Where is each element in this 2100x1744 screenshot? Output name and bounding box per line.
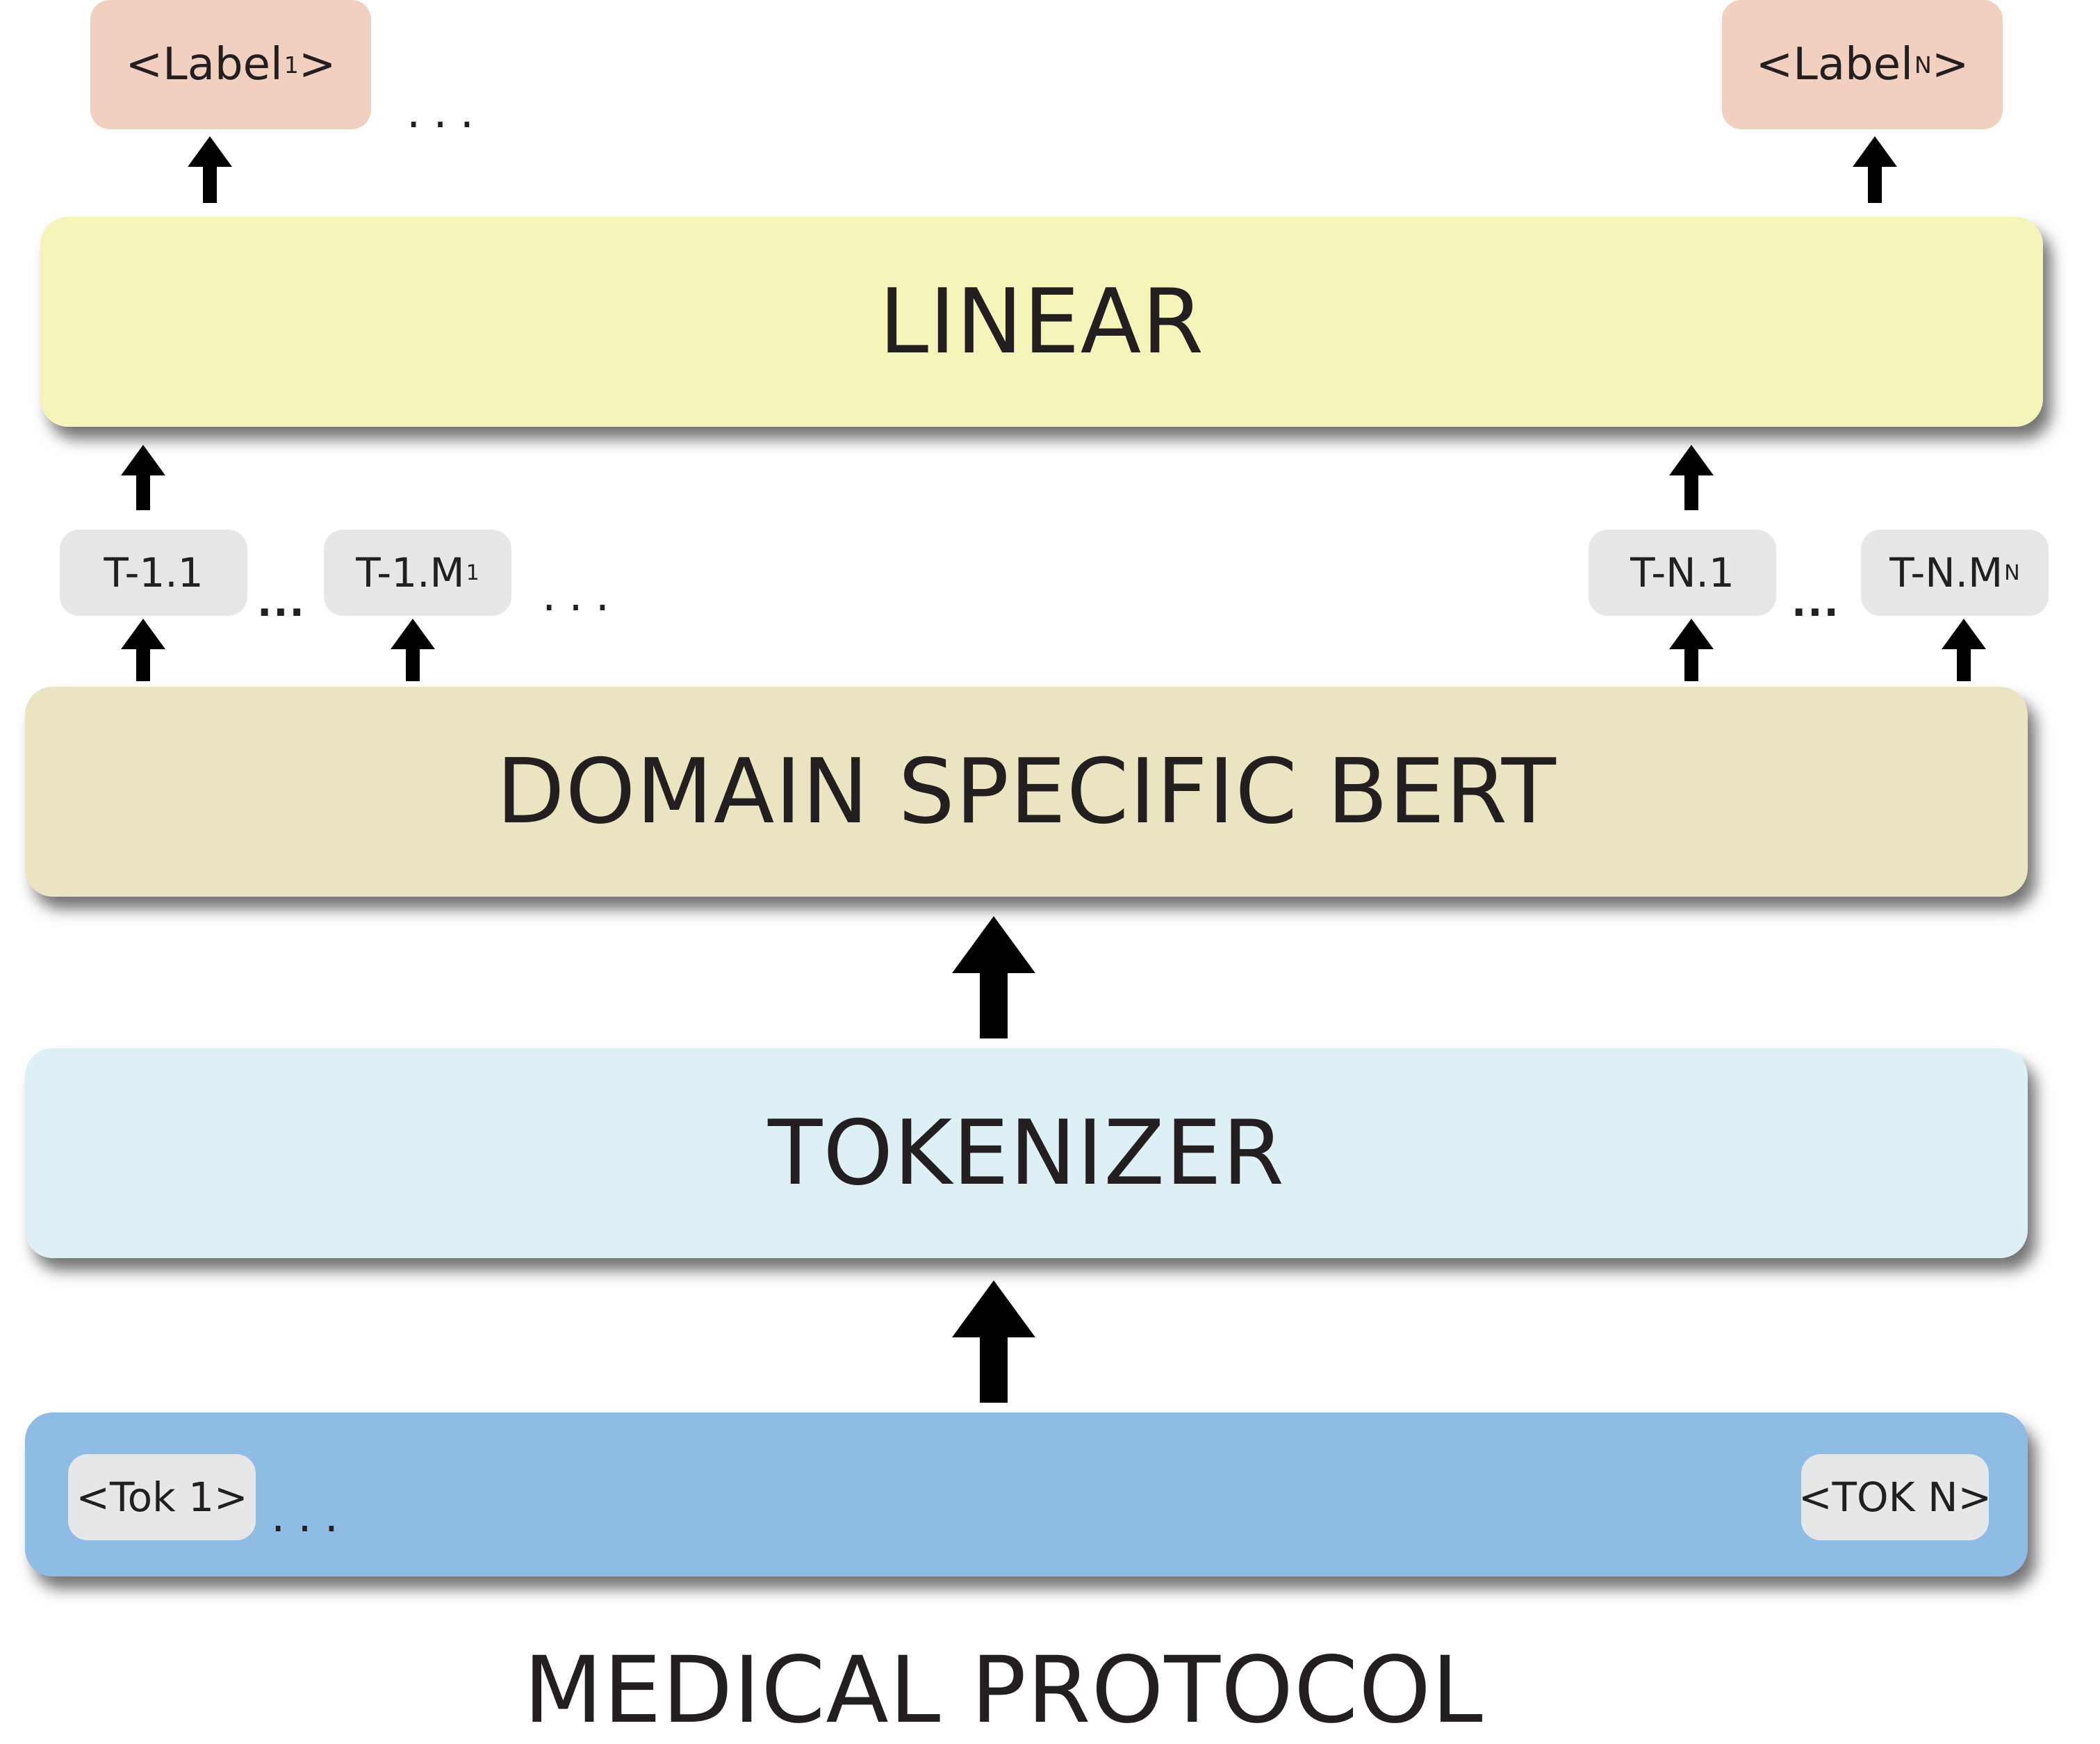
- arrow-up-icon: [952, 1280, 1035, 1403]
- input-token-1-text: <Tok 1>: [76, 1474, 248, 1521]
- input-token-n: <TOK N>: [1798, 1454, 1992, 1540]
- input-token-1: <Tok 1>: [68, 1454, 256, 1540]
- arrow-up-icon: [1669, 619, 1714, 681]
- arrow-up-icon: [391, 619, 435, 681]
- label-n-end: >: [1931, 39, 1969, 90]
- token-t-n-mn-text: T-N.M: [1889, 549, 2003, 596]
- tokenizer-layer-label: TOKENIZER: [768, 1101, 1285, 1205]
- arrow-up-icon: [1853, 136, 1897, 203]
- arrow-up-icon: [121, 445, 165, 510]
- arrow-up-icon: [952, 916, 1035, 1038]
- input-tokens-ellipsis: ...: [271, 1491, 352, 1542]
- label-1-end: >: [298, 39, 336, 90]
- label-n-sub: N: [1914, 51, 1932, 79]
- token-t-1-1-text: T-1.1: [104, 549, 204, 596]
- token-t-1-m1-sub: 1: [466, 560, 479, 585]
- token-groups-ellipsis: ...: [542, 570, 623, 621]
- linear-layer-label: LINEAR: [878, 270, 1205, 374]
- token-t-1-m1-text: T-1.M: [356, 549, 465, 596]
- linear-layer: LINEAR: [40, 217, 2043, 427]
- label-1-sub: 1: [284, 51, 299, 79]
- input-token-n-text: <TOK N>: [1798, 1474, 1992, 1521]
- bert-layer: DOMAIN SPECIFIC BERT: [25, 687, 2028, 897]
- bert-layer-label: DOMAIN SPECIFIC BERT: [496, 740, 1557, 844]
- label-1-text: <Label: [125, 39, 283, 90]
- label-n-text: <Label: [1755, 39, 1913, 90]
- token-group-n-ellipsis: ...: [1791, 580, 1840, 626]
- token-t-1-1: T-1.1: [60, 530, 247, 616]
- tokenizer-layer: TOKENIZER: [25, 1048, 2028, 1258]
- arrow-up-icon: [1669, 445, 1714, 510]
- diagram-caption: MEDICAL PROTOCOL: [523, 1637, 1484, 1744]
- arrow-up-icon: [121, 619, 165, 681]
- labels-ellipsis: ...: [407, 87, 487, 138]
- token-t-n-1: T-N.1: [1589, 530, 1776, 616]
- token-t-n-mn-sub: N: [2004, 560, 2020, 585]
- protocol-layer: [25, 1412, 2028, 1576]
- arrow-up-icon: [188, 136, 232, 203]
- token-group-1-ellipsis: ...: [257, 580, 306, 626]
- token-t-n-1-text: T-N.1: [1630, 549, 1734, 596]
- arrow-up-icon: [1942, 619, 1986, 681]
